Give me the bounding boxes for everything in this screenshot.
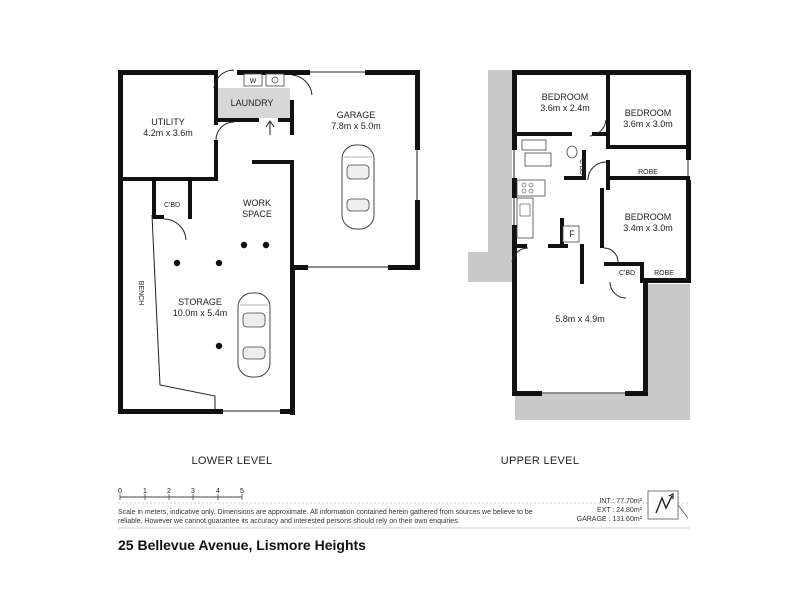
work-space-line1: WORK [243, 198, 271, 208]
bedroom3-name: BEDROOM [625, 212, 672, 222]
deck-left [468, 70, 512, 282]
property-address: 25 Bellevue Avenue, Lismore Heights [118, 537, 366, 553]
storage-name: STORAGE [178, 297, 222, 307]
bedroom1-name: BEDROOM [542, 92, 589, 102]
garage-car-icon [341, 144, 375, 230]
disclaimer-text: Scale in meters, indicative only. Dimens… [118, 509, 533, 525]
small-cupboard-label: C'BD [578, 159, 585, 175]
storage-car-icon [237, 292, 271, 378]
area-internal: INT : 77.70m² [599, 498, 642, 505]
bedroom3-dims: 3.4m x 3.0m [623, 223, 673, 233]
bench-label: BENCH [137, 281, 144, 306]
work-space-line2: SPACE [242, 209, 272, 219]
garage-name: GARAGE [337, 110, 376, 120]
scale-tick-4: 4 [216, 488, 220, 495]
robe-label-2: ROBE [654, 270, 674, 277]
laundry-label: LAUNDRY [231, 98, 274, 108]
area-external: EXT : 24.80m² [596, 507, 642, 514]
lower-level-label: LOWER LEVEL [192, 455, 273, 467]
scale-tick-3: 3 [191, 488, 195, 495]
lower-level-plan: W LAUNDRY UTILITY 4.2m x 3.6m GARAGE 7.8… [118, 69, 420, 415]
scale-tick-2: 2 [167, 488, 171, 495]
fridge-label: F [569, 229, 575, 239]
laundry-area [218, 88, 290, 118]
bedroom2-name: BEDROOM [625, 108, 672, 118]
utility-dims: 4.2m x 3.6m [143, 128, 193, 138]
garage-dims: 7.8m x 5.0m [331, 121, 381, 131]
living-dims: 5.8m x 4.9m [555, 314, 605, 324]
area-summary: INT : 77.70m² EXT : 24.80m² GARAGE : 131… [560, 497, 642, 524]
upper-level-plan: BEDROOM 3.6m x 2.4m BEDROOM 3.6m x 3.0m … [468, 70, 691, 420]
area-garage: GARAGE : 131.60m² [576, 516, 642, 523]
upper-level-label: UPPER LEVEL [501, 455, 580, 467]
scale-tick-5: 5 [240, 488, 244, 495]
north-arrow-icon [647, 490, 689, 520]
cupboard-label: C'BD [164, 202, 180, 209]
robe-label-1: ROBE [638, 169, 658, 176]
storage-dims: 10.0m x 5.4m [173, 308, 228, 318]
utility-name: UTILITY [151, 117, 185, 127]
scale-tick-0: 0 [118, 488, 122, 495]
scale-bar: 0 1 2 3 4 5 [118, 488, 244, 500]
cupboard-label-upper: C'BD [619, 270, 635, 277]
bedroom1-dims: 3.6m x 2.4m [540, 103, 590, 113]
washer-label: W [250, 78, 257, 85]
bedroom2-dims: 3.6m x 3.0m [623, 119, 673, 129]
deck-right [515, 284, 690, 420]
scale-tick-1: 1 [143, 488, 147, 495]
